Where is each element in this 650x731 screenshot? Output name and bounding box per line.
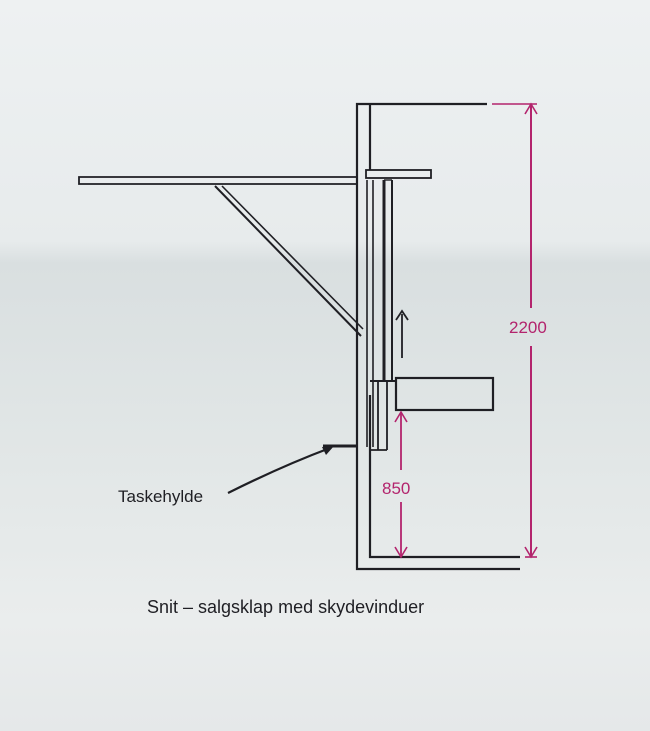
sliding-window: [366, 179, 393, 447]
dimension-counter-height-label: 850: [382, 479, 410, 498]
top-ledge: [365, 169, 432, 179]
callout-label: Taskehylde: [118, 487, 203, 506]
dimension-total-height: [492, 102, 538, 559]
dimension-total-height-label: 2200: [509, 318, 547, 337]
sales-flap: [78, 176, 364, 337]
wall: [355, 102, 520, 571]
counter: [370, 376, 495, 451]
diagram-caption: Snit – salgsklap med skydevinduer: [147, 597, 424, 617]
callout-leader: [227, 446, 334, 494]
flap-brace: [214, 185, 362, 337]
slide-up-arrow: [395, 309, 409, 358]
dimension-counter-height: [394, 410, 408, 559]
